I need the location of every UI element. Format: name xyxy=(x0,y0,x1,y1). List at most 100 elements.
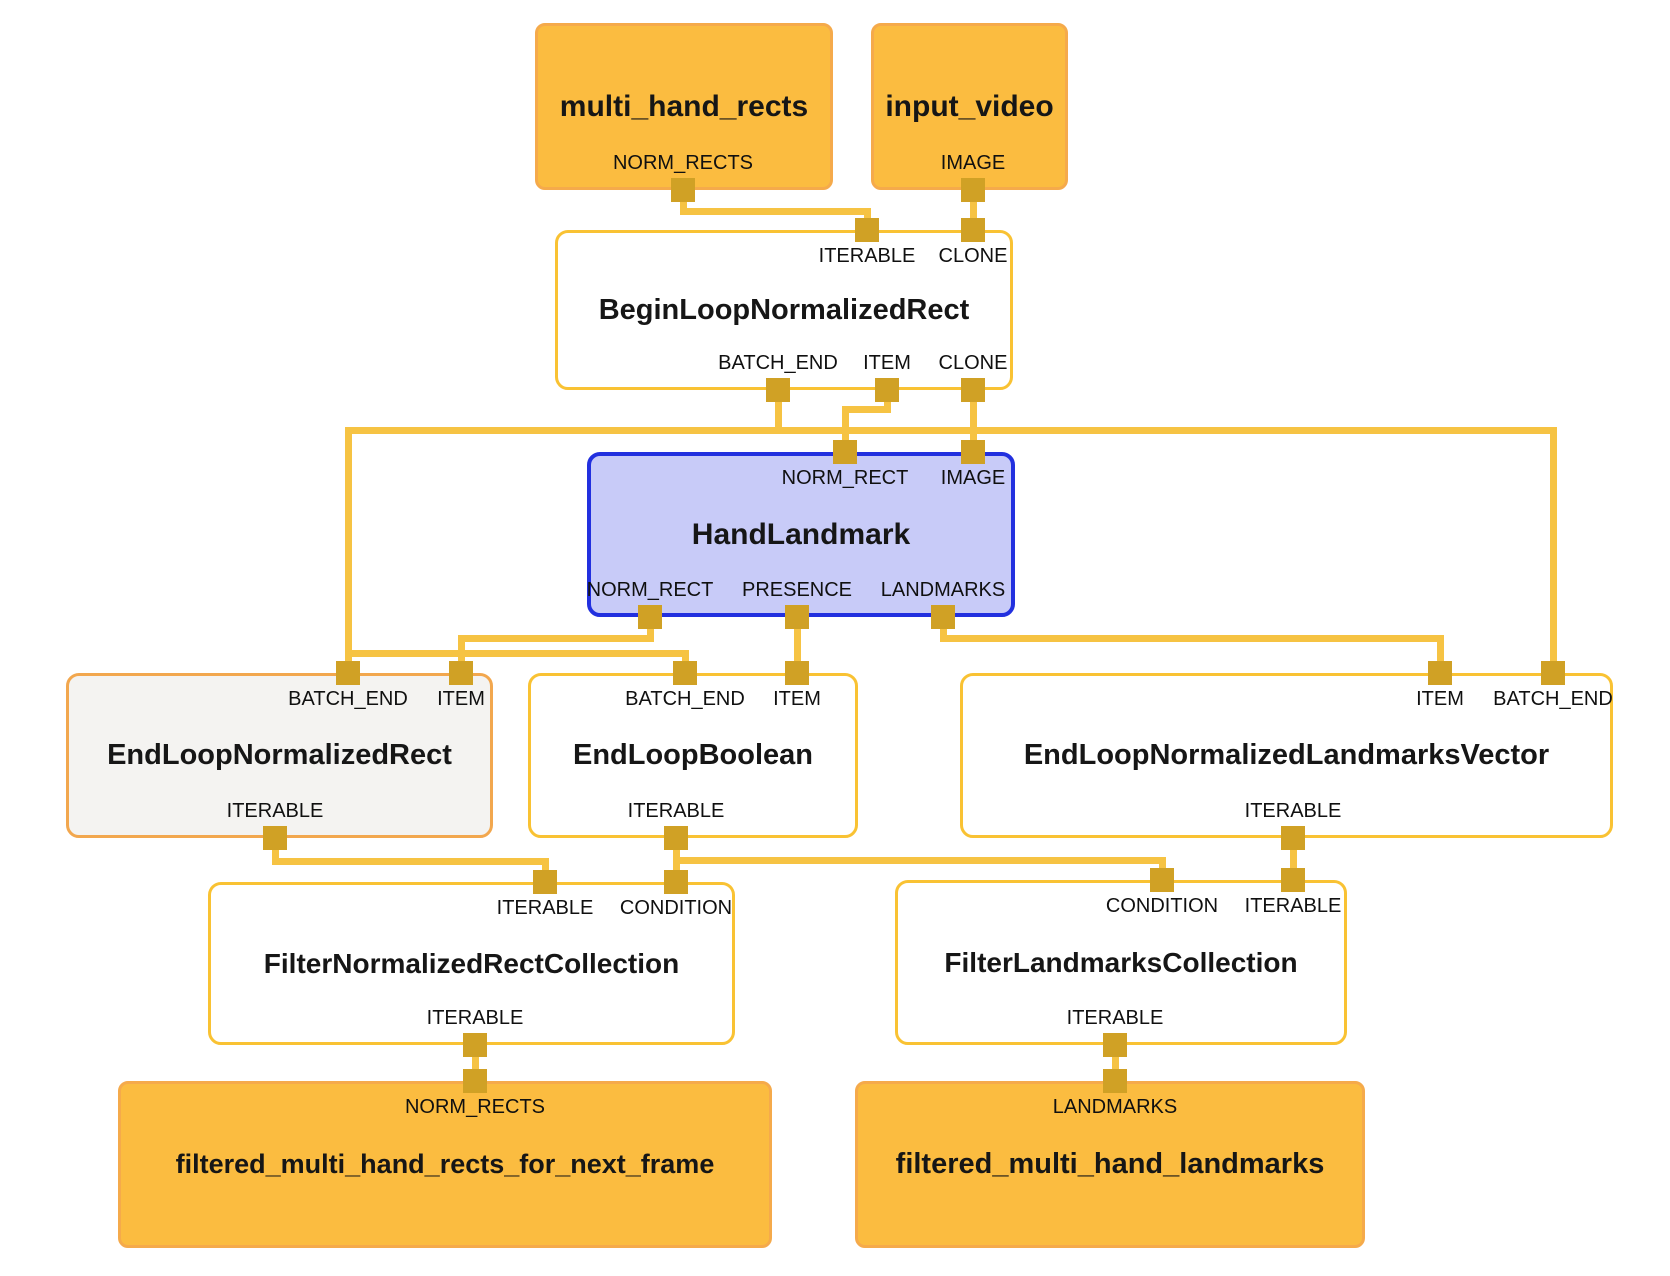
edge-HandLandmark.PRESENCE-to-EndLoopBoolean.ITEM xyxy=(793,613,801,677)
port-label-FilterLandmarksCollection-CONDITION: CONDITION xyxy=(1105,895,1219,917)
edge-input_video.IMAGE-to-BeginLoopNormalizedRect.CLONE xyxy=(969,186,977,234)
port-label-filtered_multi_hand_rects_for_next_frame-NORM_RECTS: NORM_RECTS xyxy=(404,1096,546,1118)
edge-BeginLoopNormalizedRect.ITEM-to-HandLandmark.NORM_RECT xyxy=(841,405,891,413)
port-label-EndLoopNormalizedLandmarksVector-ITEM: ITEM xyxy=(1416,688,1464,710)
node-input_video[interactable]: input_video xyxy=(871,23,1068,190)
edge-EndLoopNormalizedLandmarksVector.ITERABLE-to-FilterLandmarksCollection.ITERABLE xyxy=(1289,834,1297,884)
edge-multi_hand_rects.NORM_RECTS-to-BeginLoopNormalizedRect.ITERABLE xyxy=(679,207,871,215)
port-label-input_video-IMAGE: IMAGE xyxy=(940,152,1006,174)
node-title-EndLoopBoolean: EndLoopBoolean xyxy=(572,739,814,771)
port-label-BeginLoopNormalizedRect-ITERABLE: ITERABLE xyxy=(818,245,916,267)
port-EndLoopNormalizedLandmarksVector-BATCH_END xyxy=(1541,661,1565,685)
port-multi_hand_rects-NORM_RECTS xyxy=(671,178,695,202)
node-title-FilterNormalizedRectCollection: FilterNormalizedRectCollection xyxy=(263,947,680,979)
edge-HandLandmark.NORM_RECT-to-EndLoopNormalizedRect.ITEM xyxy=(457,634,654,642)
edge-BeginLoopNormalizedRect.CLONE-to-HandLandmark.IMAGE xyxy=(969,386,977,456)
node-EndLoopNormalizedRect[interactable]: EndLoopNormalizedRect xyxy=(66,673,493,838)
port-BeginLoopNormalizedRect-CLONE xyxy=(961,218,985,242)
node-title-EndLoopNormalizedLandmarksVector: EndLoopNormalizedLandmarksVector xyxy=(1023,739,1550,771)
edge-FilterLandmarksCollection.ITERABLE-to-filtered_multi_hand_landmarks.LANDMARKS xyxy=(1111,1041,1119,1085)
port-EndLoopNormalizedRect-BATCH_END xyxy=(336,661,360,685)
port-EndLoopNormalizedLandmarksVector-ITERABLE xyxy=(1281,826,1305,850)
port-label-HandLandmark-NORM_RECT: NORM_RECT xyxy=(586,579,714,601)
node-title-multi_hand_rects: multi_hand_rects xyxy=(559,89,809,123)
port-label-HandLandmark-IMAGE: IMAGE xyxy=(940,467,1006,489)
node-filtered_multi_hand_landmarks[interactable]: filtered_multi_hand_landmarks xyxy=(855,1081,1365,1248)
node-title-HandLandmark: HandLandmark xyxy=(691,517,911,551)
port-label-EndLoopNormalizedRect-ITEM: ITEM xyxy=(437,688,485,710)
edge-EndLoopNormalizedRect.ITERABLE-to-FilterNormalizedRectCollection.ITERABLE xyxy=(271,857,549,865)
port-BeginLoopNormalizedRect-ITEM xyxy=(875,378,899,402)
port-label-EndLoopNormalizedRect-ITERABLE: ITERABLE xyxy=(226,800,324,822)
port-label-HandLandmark-LANDMARKS: LANDMARKS xyxy=(880,579,1006,601)
port-label-EndLoopBoolean-BATCH_END: BATCH_END xyxy=(625,688,745,710)
port-HandLandmark-IMAGE xyxy=(961,440,985,464)
node-title-filtered_multi_hand_rects_for_next_frame: filtered_multi_hand_rects_for_next_frame xyxy=(175,1149,715,1179)
port-label-EndLoopNormalizedRect-BATCH_END: BATCH_END xyxy=(288,688,408,710)
node-FilterNormalizedRectCollection[interactable]: FilterNormalizedRectCollection xyxy=(208,882,735,1045)
port-FilterLandmarksCollection-ITERABLE xyxy=(1103,1033,1127,1057)
node-title-EndLoopNormalizedRect: EndLoopNormalizedRect xyxy=(107,739,452,771)
port-label-BeginLoopNormalizedRect-BATCH_END: BATCH_END xyxy=(718,352,838,374)
port-label-FilterNormalizedRectCollection-ITERABLE: ITERABLE xyxy=(426,1007,524,1029)
port-label-EndLoopNormalizedLandmarksVector-ITERABLE: ITERABLE xyxy=(1244,800,1342,822)
port-label-multi_hand_rects-NORM_RECTS: NORM_RECTS xyxy=(612,152,754,174)
edge-BeginLoopNormalizedRect.BATCH_END-to-EndLoopNormalizedRect.BATCH_END xyxy=(774,386,782,434)
port-EndLoopBoolean-ITEM xyxy=(785,661,809,685)
node-title-filtered_multi_hand_landmarks: filtered_multi_hand_landmarks xyxy=(895,1148,1325,1180)
port-label-BeginLoopNormalizedRect-CLONE: CLONE xyxy=(938,352,1008,374)
node-title-BeginLoopNormalizedRect: BeginLoopNormalizedRect xyxy=(598,293,970,326)
port-label-EndLoopBoolean-ITERABLE: ITERABLE xyxy=(627,800,725,822)
port-FilterLandmarksCollection-CONDITION xyxy=(1150,868,1174,892)
port-label-HandLandmark-NORM_RECT: NORM_RECT xyxy=(781,467,909,489)
port-EndLoopBoolean-ITERABLE xyxy=(664,826,688,850)
node-EndLoopBoolean[interactable]: EndLoopBoolean xyxy=(528,673,858,838)
port-EndLoopNormalizedLandmarksVector-ITEM xyxy=(1428,661,1452,685)
port-FilterNormalizedRectCollection-ITERABLE xyxy=(463,1033,487,1057)
port-BeginLoopNormalizedRect-BATCH_END xyxy=(766,378,790,402)
port-HandLandmark-NORM_RECT xyxy=(638,605,662,629)
port-HandLandmark-PRESENCE xyxy=(785,605,809,629)
port-label-HandLandmark-PRESENCE: PRESENCE xyxy=(741,579,853,601)
node-HandLandmark[interactable]: HandLandmark xyxy=(587,452,1015,617)
node-EndLoopNormalizedLandmarksVector[interactable]: EndLoopNormalizedLandmarksVector xyxy=(960,673,1613,838)
node-FilterLandmarksCollection[interactable]: FilterLandmarksCollection xyxy=(895,880,1347,1045)
port-HandLandmark-NORM_RECT xyxy=(833,440,857,464)
port-label-FilterLandmarksCollection-ITERABLE: ITERABLE xyxy=(1244,895,1342,917)
edge-HandLandmark.LANDMARKS-to-EndLoopNormalizedLandmarksVector.ITEM xyxy=(939,634,1444,642)
port-label-BeginLoopNormalizedRect-ITEM: ITEM xyxy=(863,352,911,374)
port-label-FilterNormalizedRectCollection-CONDITION: CONDITION xyxy=(619,897,733,919)
port-filtered_multi_hand_rects_for_next_frame-NORM_RECTS xyxy=(463,1069,487,1093)
port-EndLoopNormalizedRect-ITEM xyxy=(449,661,473,685)
edge-BeginLoopNormalizedRect.BATCH_END-to-EndLoopNormalizedLandmarksVector.BATCH_END xyxy=(774,426,1557,434)
port-label-EndLoopBoolean-ITEM: ITEM xyxy=(773,688,821,710)
edge-BeginLoopNormalizedRect.BATCH_END-to-EndLoopNormalizedLandmarksVector.BATCH_END xyxy=(1549,426,1557,677)
port-label-FilterLandmarksCollection-ITERABLE: ITERABLE xyxy=(1066,1007,1164,1029)
edge-BeginLoopNormalizedRect.BATCH_END-to-EndLoopBoolean.BATCH_END xyxy=(344,649,689,657)
edge-FilterNormalizedRectCollection.ITERABLE-to-filtered_multi_hand_rects_for_next_frame.NORM_RECTS xyxy=(471,1041,479,1085)
port-label-BeginLoopNormalizedRect-CLONE: CLONE xyxy=(938,245,1008,267)
edge-HandLandmark.LANDMARKS-to-EndLoopNormalizedLandmarksVector.ITEM xyxy=(1436,634,1444,677)
edge-EndLoopBoolean.ITERABLE-to-FilterLandmarksCollection.CONDITION xyxy=(672,856,1166,864)
edge-BeginLoopNormalizedRect.BATCH_END-to-EndLoopNormalizedRect.BATCH_END xyxy=(344,426,352,677)
port-input_video-IMAGE xyxy=(961,178,985,202)
port-HandLandmark-LANDMARKS xyxy=(931,605,955,629)
port-FilterNormalizedRectCollection-CONDITION xyxy=(664,870,688,894)
port-EndLoopNormalizedRect-ITERABLE xyxy=(263,826,287,850)
port-filtered_multi_hand_landmarks-LANDMARKS xyxy=(1103,1069,1127,1093)
port-BeginLoopNormalizedRect-ITERABLE xyxy=(855,218,879,242)
node-filtered_multi_hand_rects_for_next_frame[interactable]: filtered_multi_hand_rects_for_next_frame xyxy=(118,1081,772,1248)
edge-HandLandmark.NORM_RECT-to-EndLoopNormalizedRect.ITEM xyxy=(457,634,465,677)
port-EndLoopBoolean-BATCH_END xyxy=(673,661,697,685)
port-label-FilterNormalizedRectCollection-ITERABLE: ITERABLE xyxy=(496,897,594,919)
port-FilterNormalizedRectCollection-ITERABLE xyxy=(533,870,557,894)
node-title-FilterLandmarksCollection: FilterLandmarksCollection xyxy=(944,946,1298,978)
node-BeginLoopNormalizedRect[interactable]: BeginLoopNormalizedRect xyxy=(555,230,1013,390)
port-label-filtered_multi_hand_landmarks-LANDMARKS: LANDMARKS xyxy=(1052,1096,1178,1118)
edge-BeginLoopNormalizedRect.BATCH_END-to-EndLoopNormalizedRect.BATCH_END xyxy=(344,426,782,434)
node-title-input_video: input_video xyxy=(885,89,1054,123)
port-FilterLandmarksCollection-ITERABLE xyxy=(1281,868,1305,892)
port-label-EndLoopNormalizedLandmarksVector-BATCH_END: BATCH_END xyxy=(1493,688,1613,710)
node-multi_hand_rects[interactable]: multi_hand_rects xyxy=(535,23,833,190)
